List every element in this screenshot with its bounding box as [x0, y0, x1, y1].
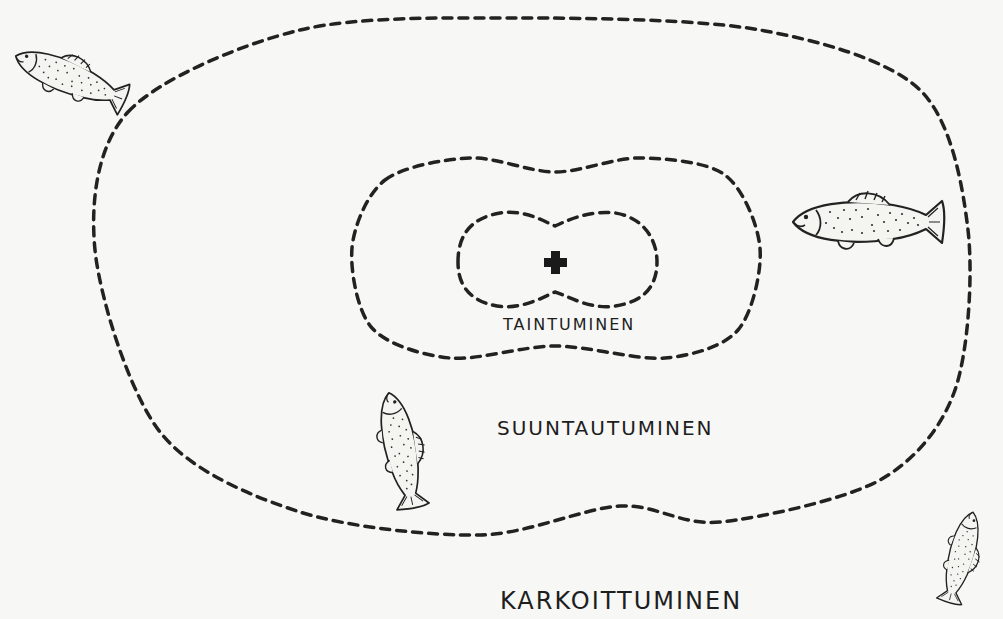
inner-region: [458, 212, 657, 307]
dashed-outline: [88, 10, 976, 544]
fish-right: [793, 191, 944, 249]
dashed-boundary: [94, 18, 970, 535]
fish-top-left: [8, 34, 134, 120]
zone-region: TAINTUMINEN: [345, 150, 767, 362]
dashed-boundary: [352, 158, 761, 358]
zone-region: SUUNTAUTUMINEN TAINTUMINEN: [88, 10, 976, 544]
region-label: TAINTUMINEN: [503, 316, 635, 334]
fish-lower: [368, 388, 437, 513]
fish-bottom-right: [933, 508, 992, 608]
outside-label: KARKOITTUMINEN: [500, 588, 742, 614]
region-label: SUUNTAUTUMINEN: [497, 417, 714, 439]
centre-cross: [544, 251, 567, 274]
